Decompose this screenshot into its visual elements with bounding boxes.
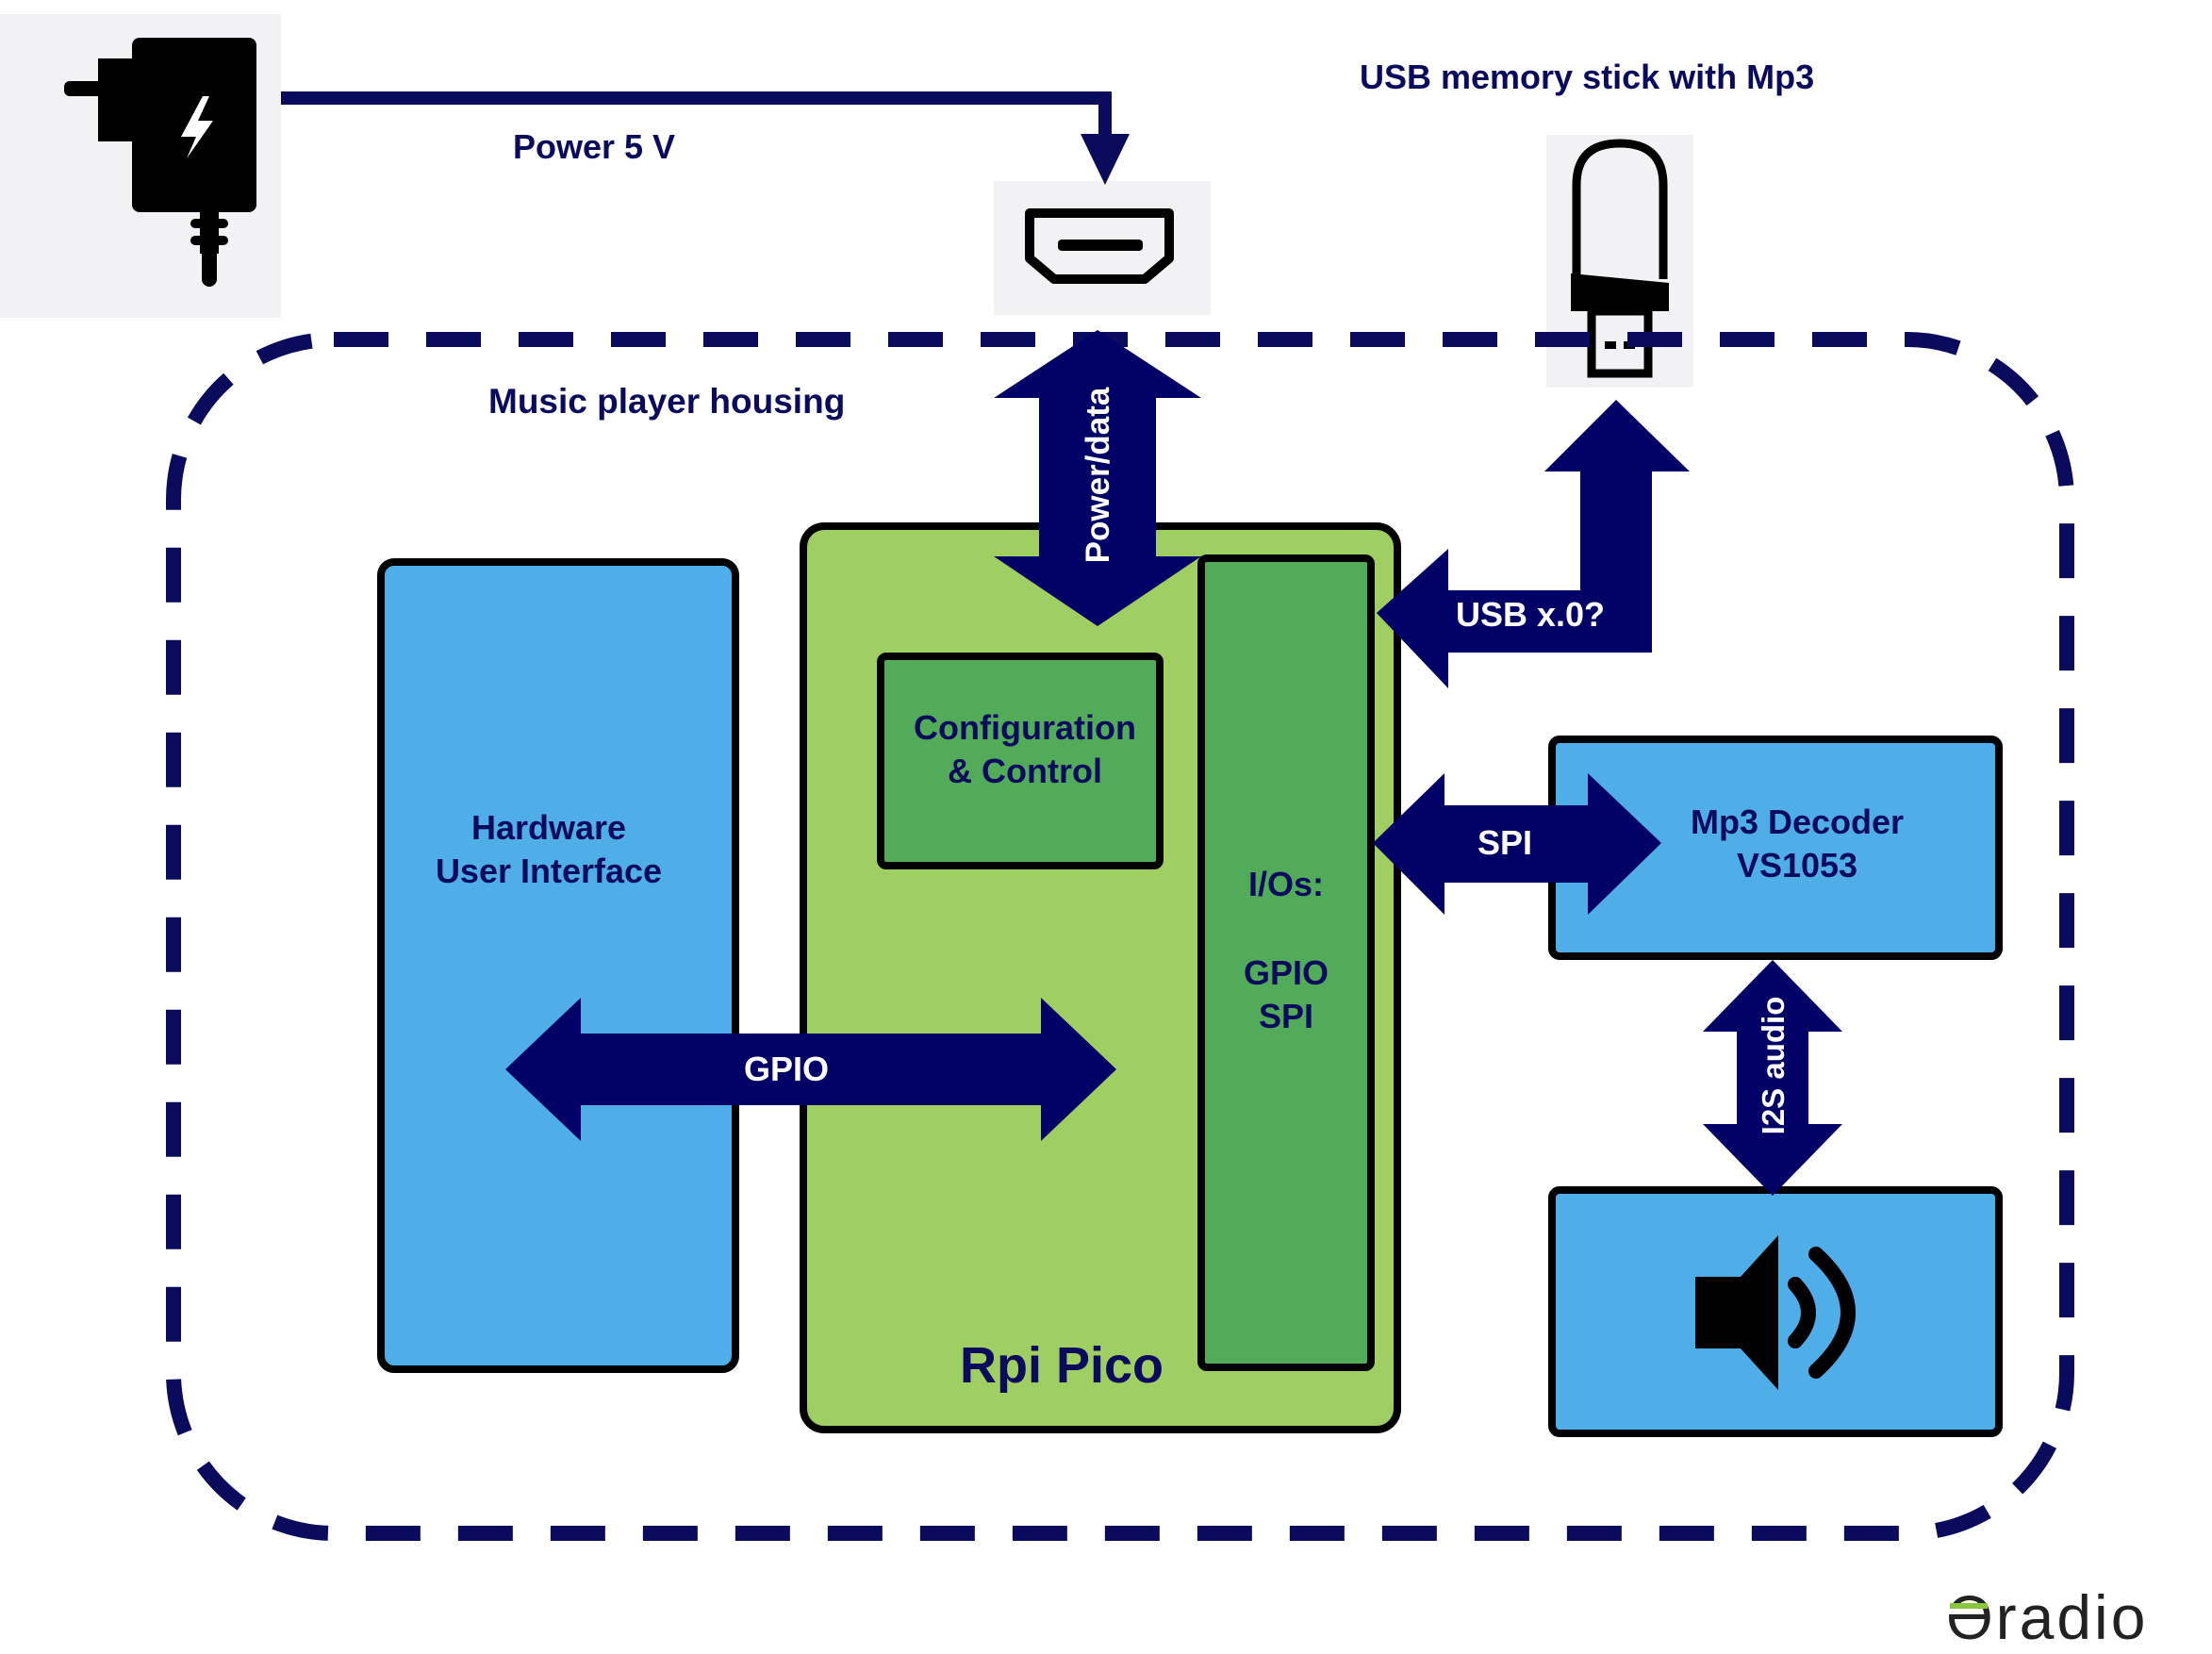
brand-logo-text: Əradio — [1946, 1582, 2148, 1652]
hardware-ui-block — [377, 558, 739, 1373]
decoder-label-line1: Mp3 Decoder — [1691, 802, 1904, 841]
ios-block — [1197, 554, 1375, 1371]
pico-label: Rpi Pico — [960, 1337, 1164, 1394]
usb-stick-label: USB memory stick with Mp3 — [1360, 58, 1814, 96]
power-line — [281, 91, 1112, 138]
spi-arrow — [1373, 773, 1661, 915]
housing-label: Music player housing — [488, 382, 845, 421]
gpio-label: GPIO — [744, 1050, 829, 1088]
config-label-line1: Configuration — [914, 708, 1136, 747]
ios-label-line2: GPIO — [1244, 953, 1329, 992]
usb-link-arrow — [1377, 400, 1690, 688]
housing-outline — [166, 332, 2074, 1541]
ios-label-line1: I/Os: — [1248, 865, 1324, 903]
spi-label: SPI — [1477, 823, 1532, 862]
config-block — [877, 653, 1164, 869]
ios-label-line3: SPI — [1259, 997, 1313, 1035]
usb-link-label: USB x.0? — [1456, 595, 1605, 634]
brand-logo: Əradio — [1946, 1582, 2148, 1652]
usb-c-port-icon — [1025, 208, 1174, 284]
power-data-label: Power/data — [1080, 387, 1116, 563]
gpio-arrow — [505, 998, 1116, 1141]
speaker-icon — [1695, 1235, 1856, 1390]
power-adapter-icon — [64, 38, 256, 287]
stick-icon-bg — [1546, 135, 1693, 388]
decoder-label-line2: VS1053 — [1737, 846, 1857, 885]
config-label-line2: & Control — [948, 752, 1102, 790]
i2s-arrow — [1703, 960, 1842, 1196]
i2s-label: I2S audio — [1756, 997, 1791, 1135]
hw-ui-label-line1: Hardware — [471, 808, 626, 847]
power-arrowhead — [1081, 134, 1130, 185]
hw-ui-label-line2: User Interface — [436, 852, 662, 890]
power-data-arrow — [994, 330, 1201, 626]
power-label: Power 5 V — [513, 127, 675, 166]
